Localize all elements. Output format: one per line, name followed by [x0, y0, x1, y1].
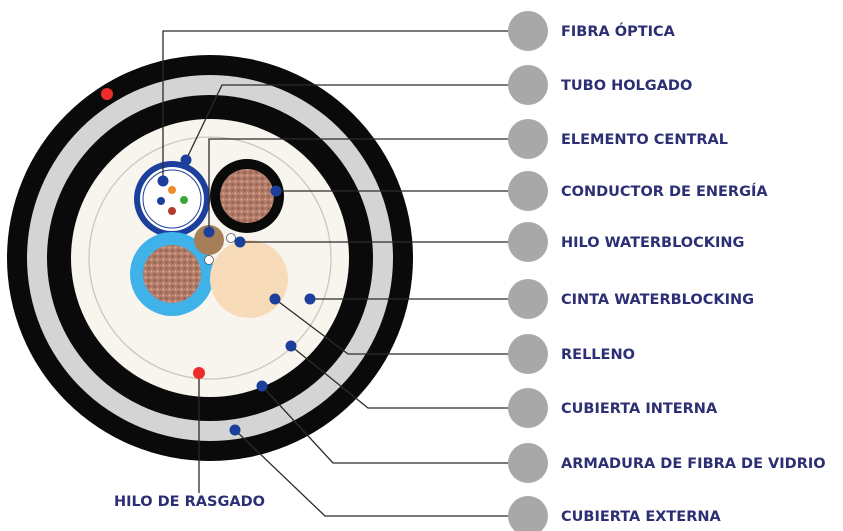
- leader-lines: [162, 30, 528, 517]
- label-relleno: RELLENO: [561, 347, 635, 363]
- filler: [210, 240, 288, 318]
- rip-cord-marker-2: [101, 88, 113, 100]
- inner-tape-line: [88, 136, 332, 380]
- label-hilo-waterblocking: HILO WATERBLOCKING: [561, 235, 744, 251]
- label-cubierta-externa: CUBIERTA EXTERNA: [561, 509, 721, 525]
- fiber-blue: [157, 197, 165, 205]
- power-conductor-blue: [130, 232, 214, 316]
- label-cinta-waterblocking: CINTA WATERBLOCKING: [561, 292, 754, 308]
- power-conductor-black: [210, 159, 284, 233]
- label-elemento-central: ELEMENTO CENTRAL: [561, 132, 728, 148]
- label-armadura-fibra-vidrio: ARMADURA DE FIBRA DE VIDRIO: [561, 456, 826, 472]
- label-fibra-optica: FIBRA ÓPTICA: [561, 22, 676, 40]
- waterblocking-thread-1: [226, 233, 236, 243]
- loose-tube: [134, 161, 210, 237]
- label-conductor-energia: CONDUCTOR DE ENERGÍA: [561, 183, 768, 200]
- fiber-red: [168, 207, 176, 215]
- central-element: [194, 225, 224, 255]
- fiber-orange: [168, 186, 176, 194]
- waterblocking-thread-2: [204, 255, 214, 265]
- label-dots: [508, 11, 548, 531]
- rip-cord-marker: [193, 367, 205, 379]
- markers: [101, 88, 316, 436]
- label-tubo-holgado: TUBO HOLGADO: [561, 78, 692, 94]
- labels: FIBRA ÓPTICA TUBO HOLGADO ELEMENTO CENTR…: [114, 22, 826, 525]
- label-cubierta-interna: CUBIERTA INTERNA: [561, 401, 718, 417]
- label-hilo-de-rasgado: HILO DE RASGADO: [114, 494, 265, 510]
- fiber-green: [180, 196, 188, 204]
